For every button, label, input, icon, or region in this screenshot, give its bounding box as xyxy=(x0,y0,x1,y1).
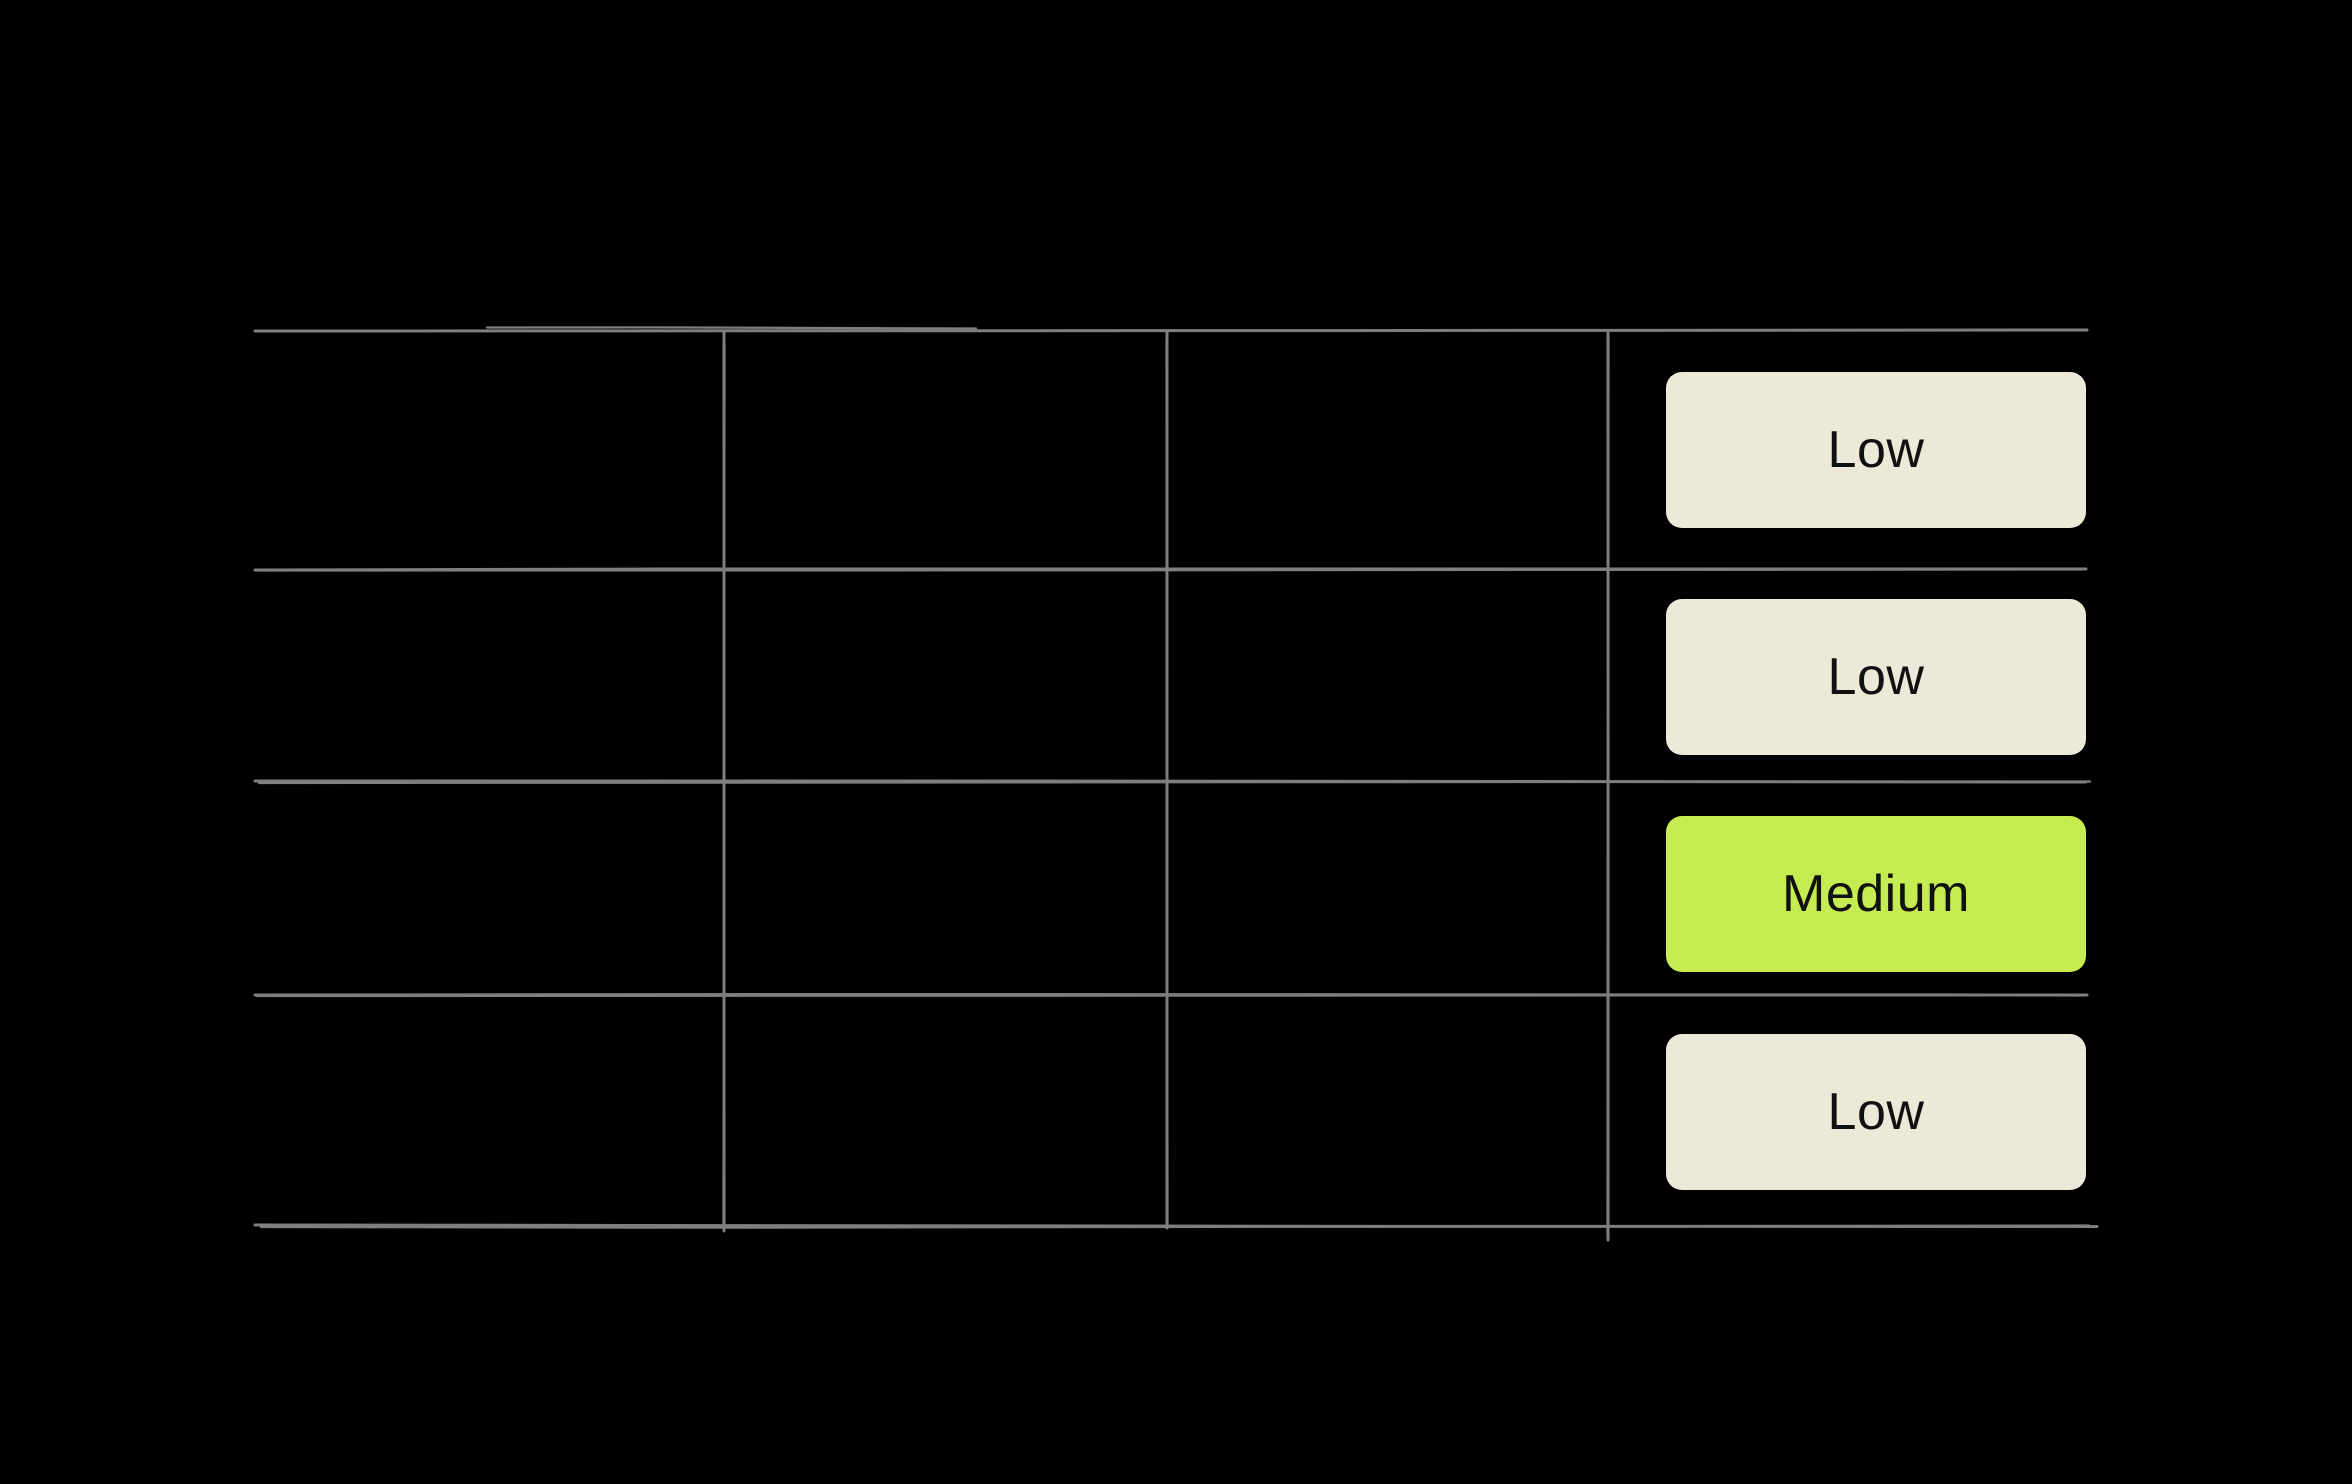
table-column-line xyxy=(1165,338,1169,1228)
severity-badge-label: Low xyxy=(1827,421,1925,479)
severity-badge-label: Low xyxy=(1827,648,1925,706)
table-row-line xyxy=(485,326,978,330)
table-row-line xyxy=(253,328,2089,333)
table-row-line xyxy=(259,1224,2091,1229)
table-row-line xyxy=(257,780,2092,785)
severity-badge-label: Low xyxy=(1827,1083,1925,1141)
table-grid-strokes xyxy=(253,326,2099,1242)
severity-badge-row1[interactable]: Low xyxy=(1666,372,2086,528)
table-row-line xyxy=(255,993,2087,998)
severity-badge-row3[interactable]: Medium xyxy=(1666,816,2086,972)
table-column-line xyxy=(1606,336,1610,1237)
severity-badge-row4[interactable]: Low xyxy=(1666,1034,2086,1190)
severity-badge-label: Medium xyxy=(1782,865,1970,923)
severity-badge-row2[interactable]: Low xyxy=(1666,599,2086,755)
table-column-line xyxy=(722,343,726,1230)
table-row-line xyxy=(254,568,2084,572)
